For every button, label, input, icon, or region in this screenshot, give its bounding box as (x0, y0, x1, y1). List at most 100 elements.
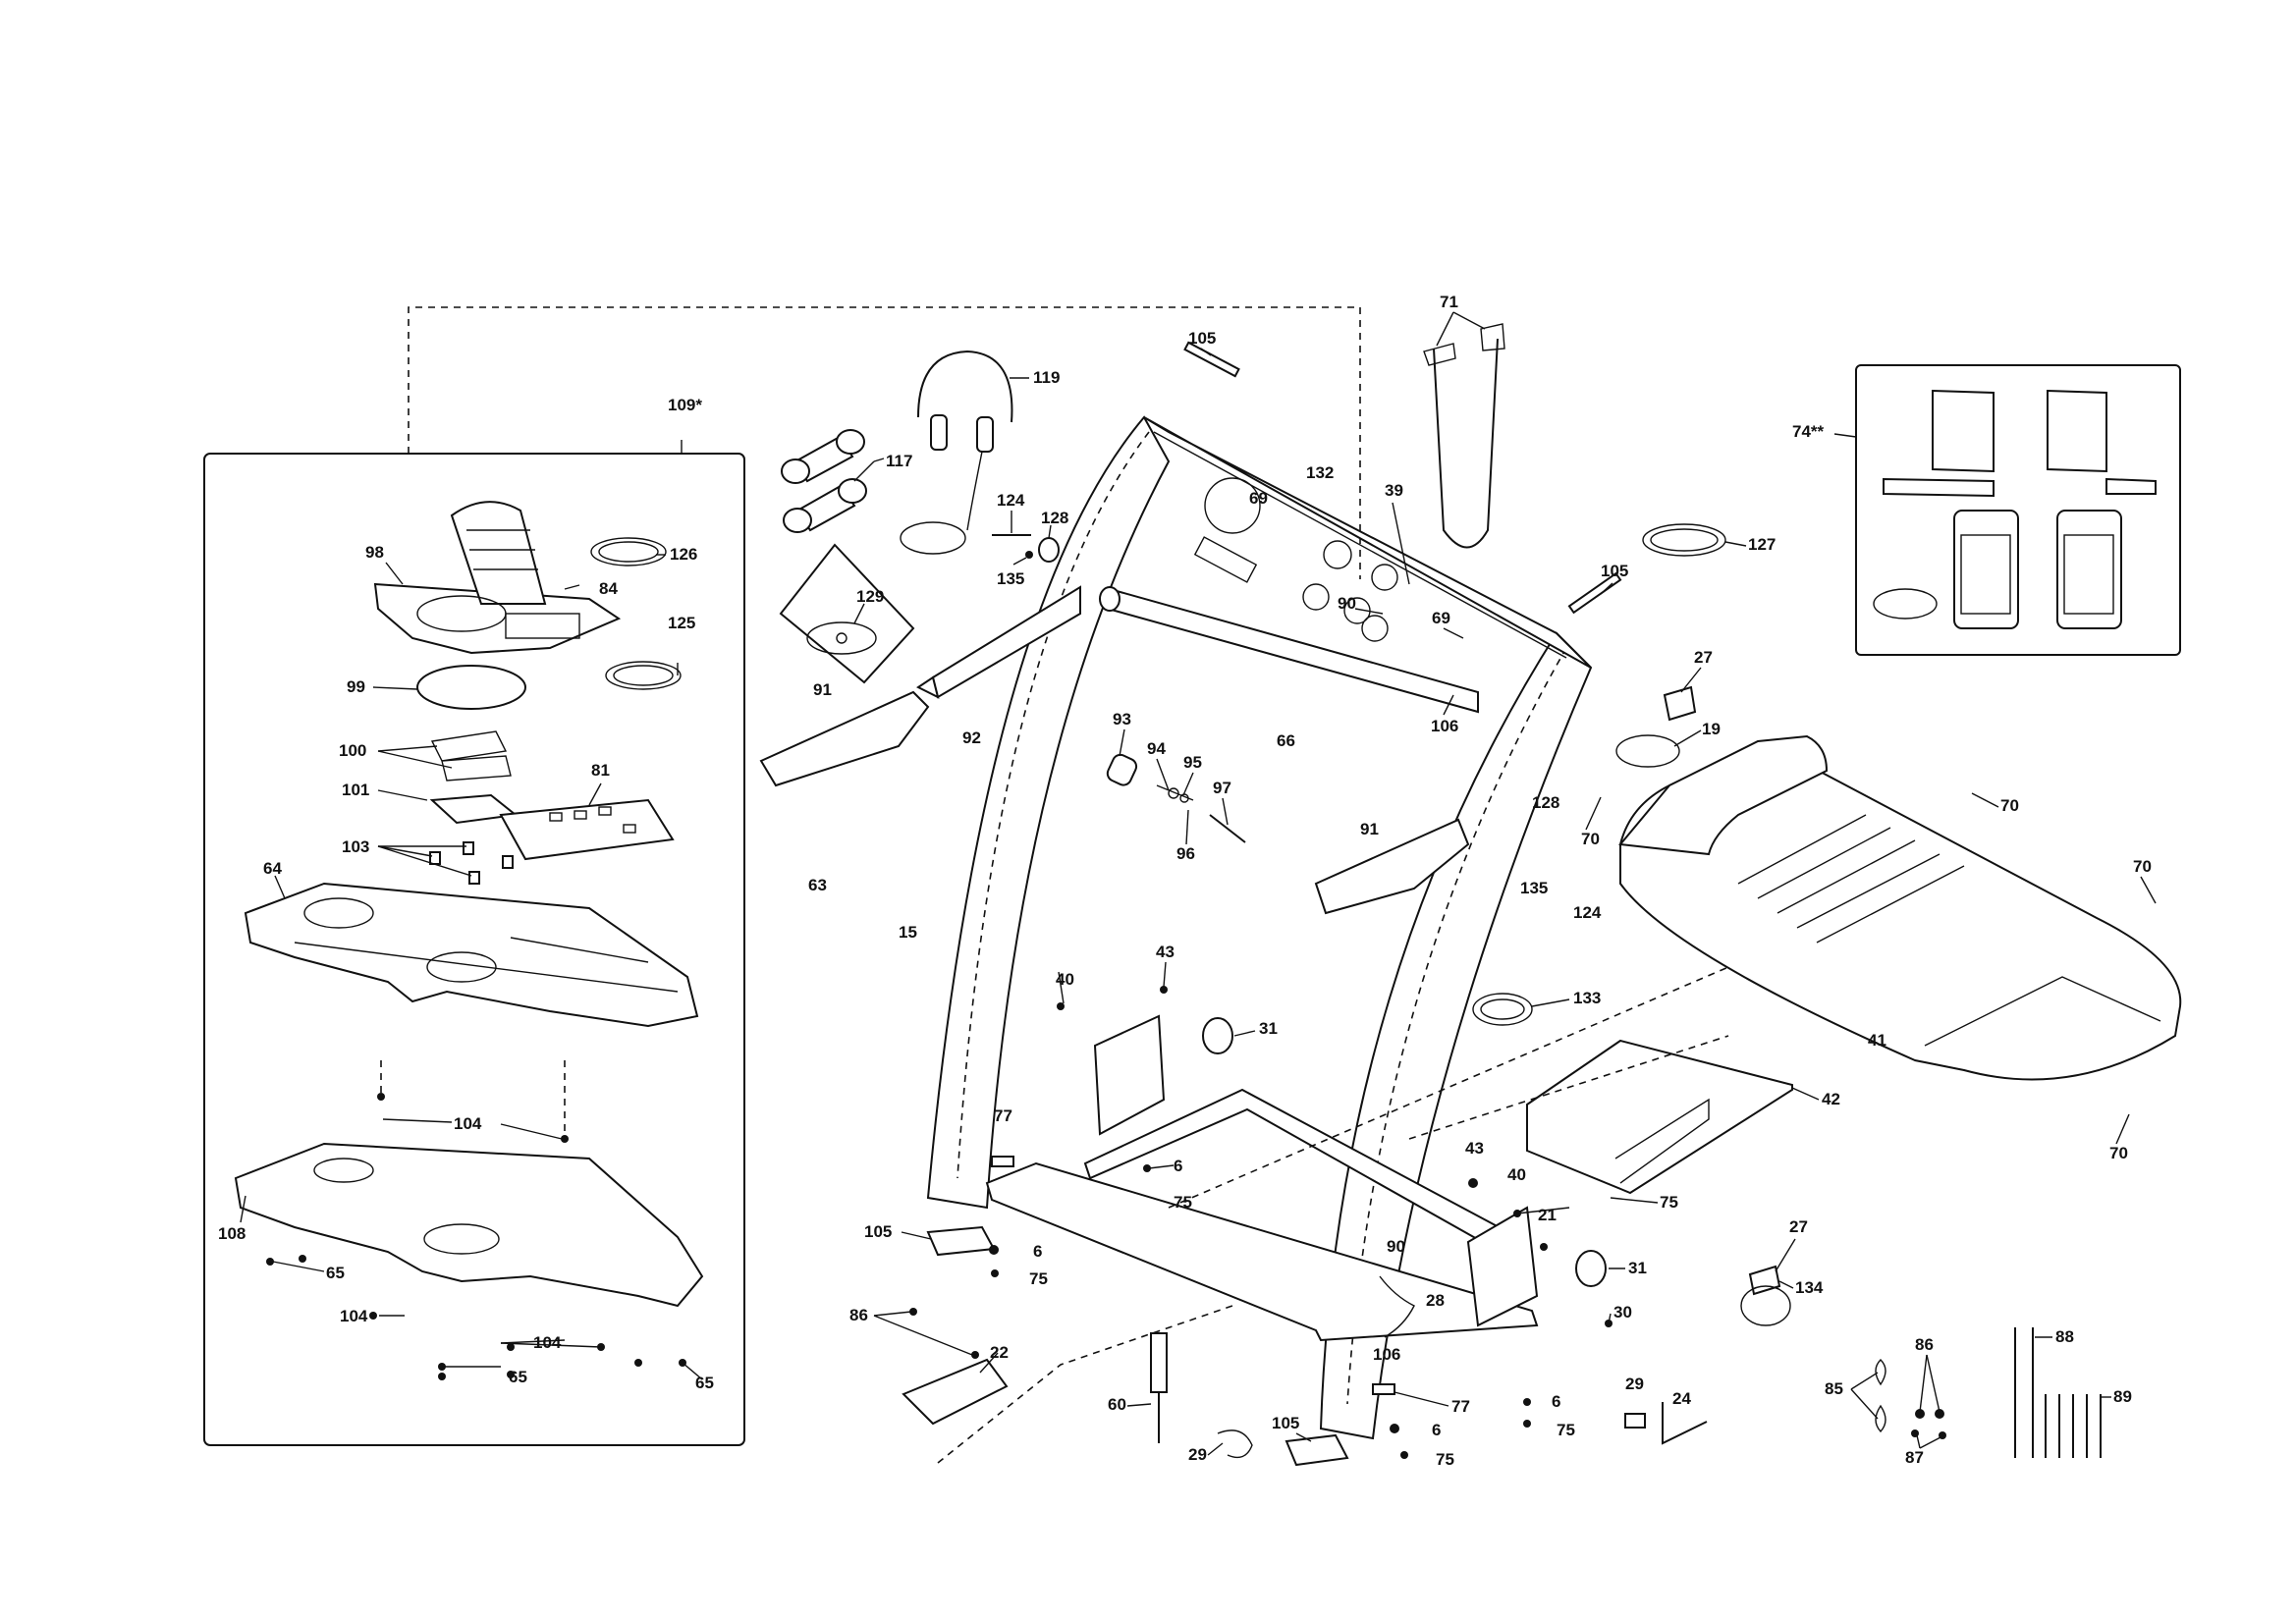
callout-29a: 29 (1188, 1445, 1207, 1464)
callout-105c: 105 (864, 1222, 892, 1241)
audio-cable-126 (590, 537, 667, 566)
audio-cable-127 (1642, 523, 1726, 557)
callout-43b: 43 (1465, 1139, 1484, 1158)
callout-6a: 6 (1174, 1157, 1182, 1175)
callout-69b: 69 (1432, 609, 1450, 627)
callout-31a: 31 (1259, 1019, 1278, 1038)
callout-101: 101 (342, 781, 369, 799)
callout-92: 92 (962, 728, 981, 747)
foot-pad-bottom (1285, 1433, 1349, 1467)
console-inset-frame (203, 453, 745, 1446)
callout-99: 99 (347, 677, 365, 696)
callout-30: 30 (1613, 1303, 1632, 1321)
foot-pad-left (926, 1225, 996, 1257)
callout-103: 103 (342, 837, 369, 856)
callout-105b: 105 (1601, 562, 1628, 580)
callout-129: 129 (856, 587, 884, 606)
callout-119: 119 (1033, 368, 1060, 387)
callout-104a: 104 (454, 1114, 482, 1133)
callout-42: 42 (1822, 1090, 1840, 1108)
wire-harness-part (1379, 1275, 1415, 1338)
console-circuit-board-part (499, 798, 675, 861)
callout-75e: 75 (1660, 1193, 1678, 1212)
small-hardware (909, 1265, 2102, 1458)
left-upright-part (926, 415, 1171, 1210)
callout-98: 98 (365, 543, 384, 562)
callout-104b: 104 (340, 1307, 368, 1325)
speaker-right-part (2056, 510, 2122, 629)
incline-hardware (902, 753, 1708, 1459)
callout-65c: 65 (695, 1374, 714, 1392)
callout-75a: 75 (1174, 1193, 1192, 1212)
headphones-part (917, 350, 1013, 423)
callout-87: 87 (1905, 1448, 1924, 1467)
console-base-plate-part (234, 1142, 704, 1308)
callout-6b: 6 (1033, 1242, 1042, 1261)
cable-19 (1615, 734, 1680, 768)
callout-75b: 75 (1029, 1269, 1048, 1288)
callout-94: 94 (1147, 739, 1166, 758)
accessories-group (779, 350, 1060, 684)
speaker-left-part (1953, 510, 2019, 629)
callout-labels: 109* 98 84 126 125 99 100 81 101 103 64 … (218, 293, 2152, 1469)
callout-133: 133 (1573, 989, 1601, 1007)
callout-85: 85 (1825, 1379, 1843, 1398)
callout-96: 96 (1176, 844, 1195, 863)
left-handle-part (759, 690, 930, 787)
console-base-part (244, 882, 699, 1028)
console-inset (203, 306, 1361, 1446)
callout-43a: 43 (1156, 943, 1175, 961)
callout-27a: 27 (1694, 648, 1713, 667)
callout-27b: 27 (1789, 1217, 1808, 1236)
callout-106b: 106 (1373, 1345, 1400, 1364)
callout-77a: 77 (994, 1106, 1012, 1125)
callout-86a: 86 (849, 1306, 868, 1324)
callout-29b: 29 (1625, 1375, 1644, 1393)
console-fasteners (429, 841, 514, 885)
right-pivot-bracket-part (1466, 1206, 1539, 1327)
callout-70c: 70 (2133, 857, 2152, 876)
callout-105a: 105 (1188, 329, 1216, 348)
console-inset-dashed-leader (408, 306, 1361, 579)
allen-wrench-part (1662, 1402, 1708, 1445)
dumbbells-part (781, 429, 867, 533)
callout-60: 60 (1108, 1395, 1126, 1414)
console-overlay-part (430, 730, 512, 782)
callout-132: 132 (1306, 463, 1334, 482)
callout-84: 84 (599, 579, 618, 598)
callout-63: 63 (808, 876, 827, 894)
callout-66: 66 (1277, 731, 1295, 750)
callout-117: 117 (886, 452, 912, 470)
callout-95: 95 (1183, 753, 1202, 772)
callout-97: 97 (1213, 779, 1231, 797)
crossbar-part (1106, 587, 1479, 714)
callout-100: 100 (339, 741, 366, 760)
wheel-plate-part (902, 1358, 1009, 1426)
callout-6d: 6 (1552, 1392, 1560, 1411)
callout-90b: 90 (1387, 1237, 1405, 1256)
callout-75c: 75 (1436, 1450, 1454, 1469)
right-handle-part (1314, 818, 1470, 915)
callout-65a: 65 (326, 1264, 345, 1282)
callout-39: 39 (1385, 481, 1403, 500)
callout-105d: 105 (1272, 1414, 1299, 1432)
callout-124b: 124 (1573, 903, 1602, 922)
safety-strap-part (1433, 338, 1499, 549)
left-pivot-bracket-part (1093, 1014, 1166, 1136)
callout-70d: 70 (2109, 1144, 2128, 1162)
callout-93: 93 (1113, 710, 1131, 728)
callout-6c: 6 (1432, 1421, 1441, 1439)
callout-135b: 135 (1520, 879, 1548, 897)
callout-91a: 91 (813, 680, 832, 699)
callout-134: 134 (1795, 1278, 1824, 1297)
callout-75d: 75 (1557, 1421, 1575, 1439)
callout-89: 89 (2113, 1387, 2132, 1406)
callout-128b: 128 (1532, 793, 1559, 812)
callout-104c: 104 (533, 1333, 562, 1352)
speaker-inset-frame (1855, 364, 2181, 656)
callout-90a: 90 (1338, 594, 1356, 613)
base-frame-part (985, 1161, 1539, 1342)
clip-85 (1875, 1359, 1886, 1386)
callout-86b: 86 (1915, 1335, 1934, 1354)
